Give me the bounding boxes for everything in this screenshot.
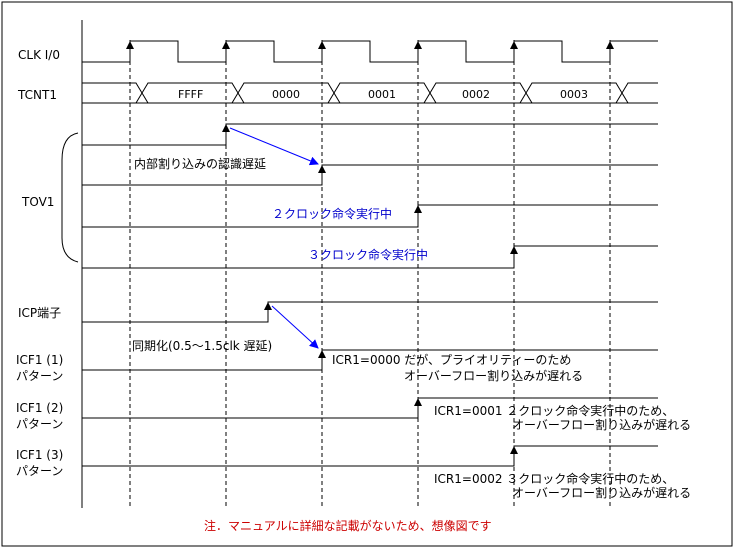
- clk-waveform: [82, 40, 658, 63]
- label-icf1-3: ICF1 (3): [16, 448, 63, 462]
- tcnt-value-4: 0002: [462, 88, 490, 101]
- clk-edge-arrows: [126, 41, 614, 56]
- footer-note: 注．マニュアルに詳細な記載がないため、想像図です: [204, 518, 492, 533]
- icf1-3-waveform: [82, 445, 658, 467]
- note-sync: 同期化(0.5～1.5clk 遅延): [132, 339, 272, 353]
- note-internal-delay: 内部割り込みの認識遅延: [134, 156, 266, 171]
- note-icf1-2-line2: オーバーフロー割り込みが遅れる: [512, 417, 691, 432]
- note-icf1-3-line1: ICR1=0002 ３クロック命令実行中のため、: [434, 471, 674, 486]
- label-tov: TOV1: [21, 195, 54, 209]
- tcnt-bus: [82, 82, 658, 104]
- tov-brace: [61, 132, 79, 263]
- label-icf1-1: ICF1 (1): [16, 353, 63, 367]
- tcnt-value-5: 0003: [560, 88, 588, 101]
- label-clk: CLK I/0: [18, 48, 60, 62]
- label-icf1-1-pattern: パターン: [16, 369, 63, 383]
- tcnt-value-2: 0000: [272, 88, 300, 101]
- icp-waveform: [82, 301, 658, 323]
- label-icp: ICP端子: [18, 306, 61, 320]
- internal-delay-arrow: [229, 127, 319, 166]
- sync-delay-arrow: [271, 305, 319, 349]
- tcnt-value-3: 0001: [368, 88, 396, 101]
- note-icf1-2-line1: ICR1=0001 ２クロック命令実行中のため、: [434, 403, 674, 418]
- clock-gridlines: [129, 40, 611, 508]
- tov-wave-1: [82, 123, 658, 146]
- tcnt-value-1: FFFF: [178, 88, 203, 101]
- note-icf1-1-line2: オーバーフロー割り込みが遅れる: [404, 368, 583, 383]
- label-icf1-3-pattern: パターン: [16, 464, 63, 478]
- note-icf1-1-line1: ICR1=0000 だが、プライオリティーのため: [332, 352, 571, 367]
- note-three-clock: ３クロック命令実行中: [308, 247, 428, 262]
- tcnt-bus-end: [615, 82, 658, 104]
- label-tcnt: TCNT1: [17, 88, 57, 102]
- note-icf1-3-line2: オーバーフロー割り込みが遅れる: [512, 485, 691, 500]
- label-icf1-2-pattern: パターン: [16, 417, 63, 431]
- label-icf1-2: ICF1 (2): [16, 401, 63, 415]
- note-two-clock: ２クロック命令実行中: [272, 206, 392, 221]
